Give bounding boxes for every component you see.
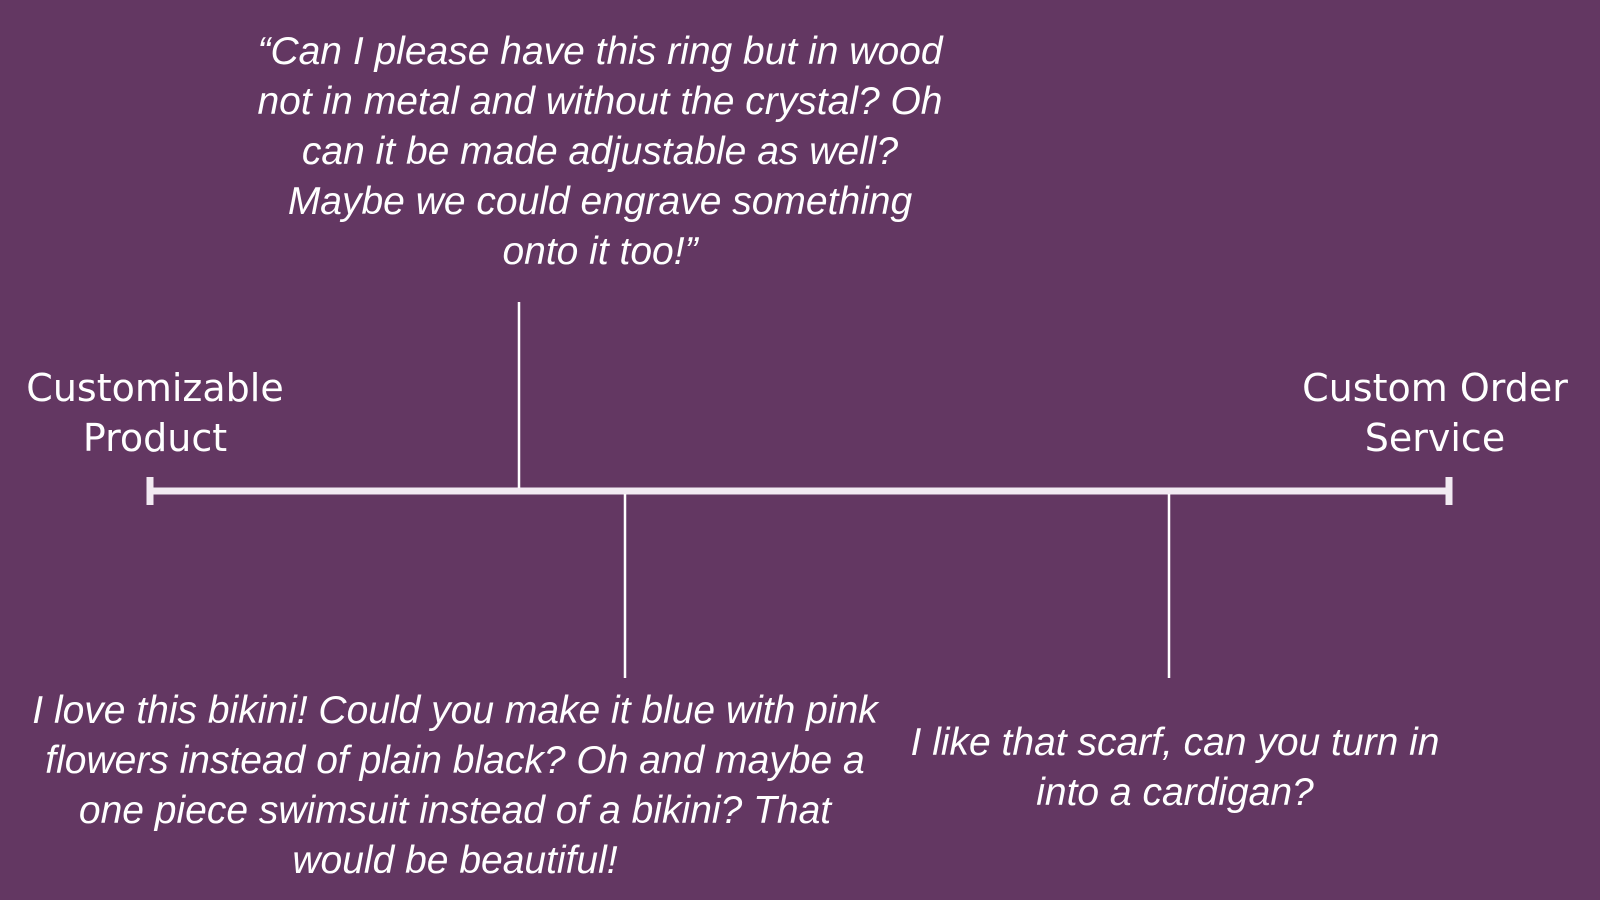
ring-customer-quote: “Can I please have this ring but in wood… xyxy=(257,30,943,273)
bikini-customer-quote: I love this bikini! Could you make it bl… xyxy=(32,689,878,882)
scarf-customer-quote: I like that scarf, can you turn in into … xyxy=(910,721,1440,814)
customizable-product-label: Customizable Product xyxy=(26,366,284,460)
custom-order-service-label: Custom Order Service xyxy=(1302,366,1568,460)
